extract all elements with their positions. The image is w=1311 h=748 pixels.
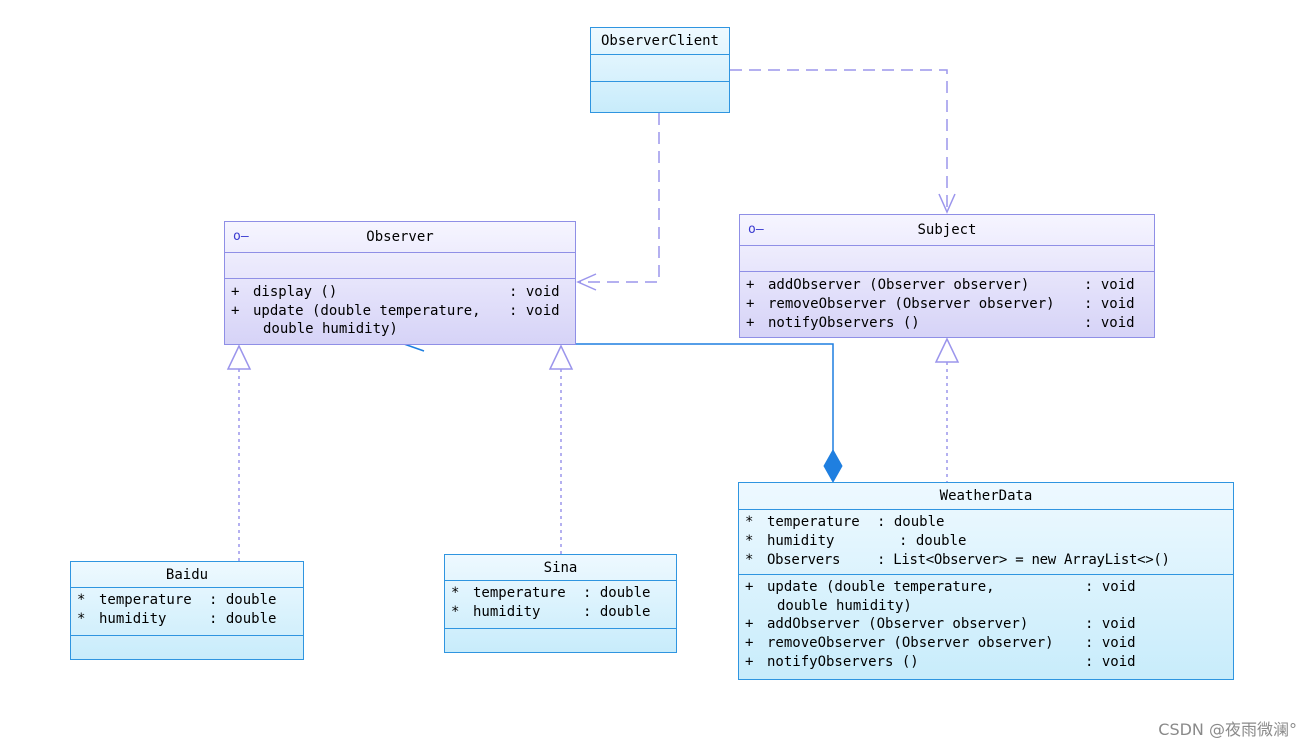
attributes-section: * temperature : double * humidity : doub… (739, 510, 1233, 575)
composition-observer-tick (403, 343, 425, 352)
method-row: + addObserver (Observer observer) : void (746, 277, 1135, 293)
interface-icon: o– (233, 229, 249, 244)
class-name: Sina (445, 555, 676, 581)
class-baidu[interactable]: Baidu * temperature : double * humidity … (70, 561, 304, 660)
class-name: ObserverClient (591, 28, 729, 55)
methods-section (445, 629, 676, 635)
attribute-row: * humidity : double (77, 611, 277, 627)
watermark: CSDN @夜雨微澜° (1158, 720, 1297, 739)
methods-section: + addObserver (Observer observer) : void… (740, 272, 1154, 336)
class-name: Baidu (71, 562, 303, 588)
attribute-row: * temperature : double (451, 585, 651, 601)
interface-icon: o– (748, 222, 764, 237)
attribute-row: * humidity : double (451, 604, 651, 620)
methods-section: + display () : void + update (double tem… (225, 279, 575, 341)
method-row: + update (double temperature, : void (231, 303, 560, 319)
class-name: WeatherData (739, 483, 1233, 510)
class-observer-client[interactable]: ObserverClient (590, 27, 730, 113)
attribute-row: * Observers : List<Observer> = new Array… (745, 552, 1170, 568)
composition-diamond (823, 448, 843, 484)
realization-baidu-triangle (226, 344, 252, 370)
methods-section: + update (double temperature, : void dou… (739, 575, 1233, 675)
method-row-continuation: double humidity) (777, 598, 912, 614)
attributes-section (225, 253, 575, 279)
dependency-arrowhead-subject (938, 193, 956, 214)
dependency-client-observer (578, 113, 660, 283)
class-name: Subject (917, 222, 977, 238)
interface-subject[interactable]: o– Subject + addObserver (Observer obser… (739, 214, 1155, 338)
dependency-arrowhead-observer (576, 273, 597, 291)
methods-section (71, 636, 303, 642)
method-row: + removeObserver (Observer observer) : v… (745, 635, 1136, 651)
attribute-row: * humidity : double (745, 533, 967, 549)
dependency-client-subject (730, 69, 948, 212)
method-row: + display () : void (231, 284, 560, 300)
attributes-section: * temperature : double * humidity : doub… (445, 581, 676, 629)
interface-title: o– Observer (225, 222, 575, 253)
method-row: + update (double temperature, : void (745, 579, 1136, 595)
method-row: + removeObserver (Observer observer) : v… (746, 296, 1135, 312)
interface-observer[interactable]: o– Observer + display () : void + update… (224, 221, 576, 345)
class-name: Observer (366, 229, 434, 245)
attributes-section (740, 246, 1154, 272)
class-weather-data[interactable]: WeatherData * temperature : double * hum… (738, 482, 1234, 680)
method-row: + notifyObservers () : void (745, 654, 1136, 670)
attribute-row: * temperature : double (77, 592, 277, 608)
interface-title: o– Subject (740, 215, 1154, 246)
method-row: + notifyObservers () : void (746, 315, 1135, 331)
realization-sina-triangle (548, 344, 574, 370)
method-row: + addObserver (Observer observer) : void (745, 616, 1136, 632)
attribute-row: * temperature : double (745, 514, 945, 530)
attributes-section (591, 55, 729, 82)
composition-line (576, 343, 834, 452)
methods-section (591, 82, 729, 88)
attributes-section: * temperature : double * humidity : doub… (71, 588, 303, 636)
class-sina[interactable]: Sina * temperature : double * humidity :… (444, 554, 677, 653)
realization-weatherdata-triangle (934, 337, 960, 363)
method-row-continuation: double humidity) (263, 321, 398, 337)
